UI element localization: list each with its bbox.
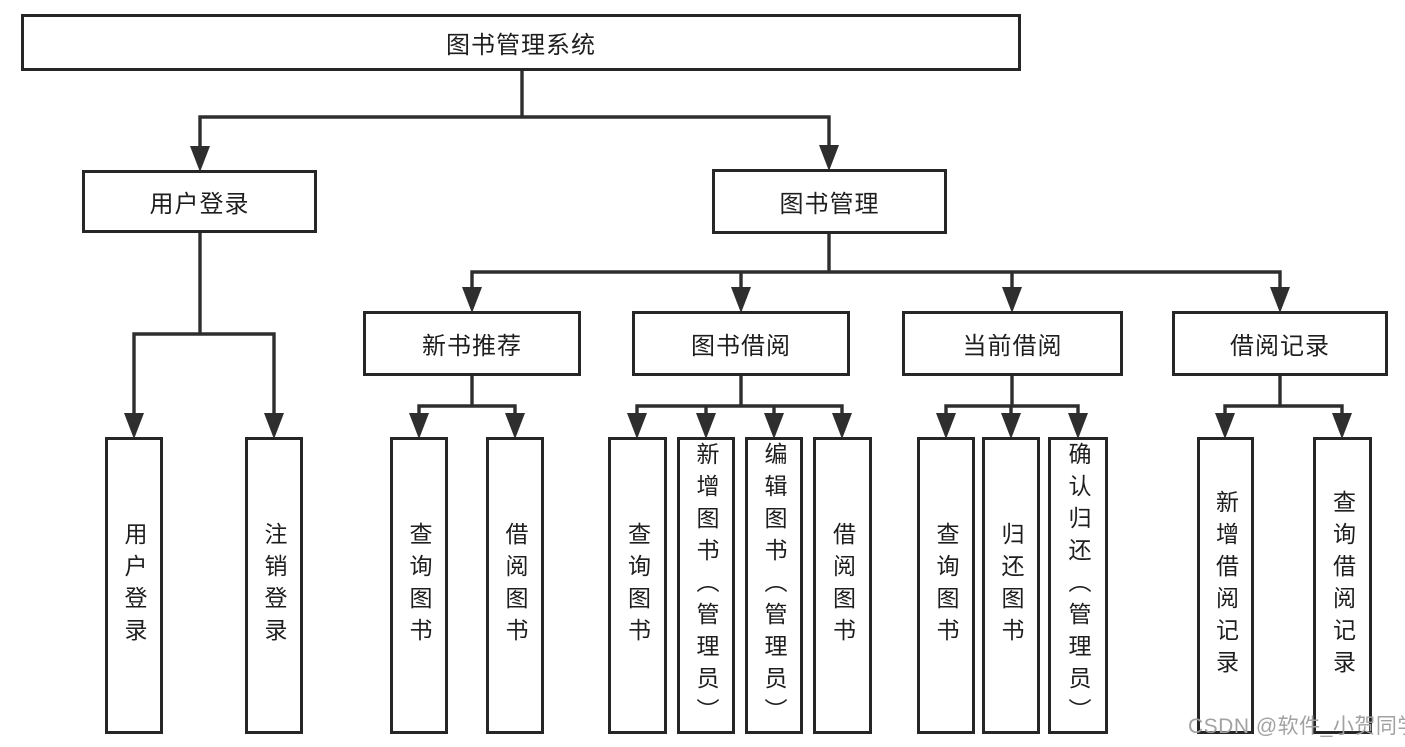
node-user-login: 用户登录	[82, 170, 317, 233]
node-leaf-cb-confirm-return-admin: 确认归还（管理员）	[1048, 437, 1108, 734]
node-leaf-cb-return-books: 归还图书	[982, 437, 1040, 734]
node-leaf-bb-query-books: 查询图书	[608, 437, 667, 734]
connector-new-book-children	[409, 374, 525, 439]
node-leaf-bb-borrow-books: 借阅图书	[813, 437, 872, 734]
node-new-book-recommend: 新书推荐	[363, 311, 581, 376]
node-leaf-bb-add-books-admin: 新增图书（管理员）	[677, 437, 735, 734]
node-leaf-bb-edit-books-admin: 编辑图书（管理员）	[745, 437, 803, 734]
connector-book-management-children	[462, 232, 1290, 313]
connector-book-borrow-children	[627, 374, 852, 439]
connector-user-login-children	[124, 230, 284, 439]
node-current-borrow: 当前借阅	[902, 311, 1123, 376]
node-leaf-nbr-query-books: 查询图书	[390, 437, 448, 734]
node-leaf-br-add-record: 新增借阅记录	[1197, 437, 1254, 734]
connector-current-borrow-children	[936, 374, 1088, 439]
node-leaf-logout: 注销登录	[245, 437, 303, 734]
node-leaf-cb-query-books: 查询图书	[917, 437, 975, 734]
node-borrow-records: 借阅记录	[1172, 311, 1388, 376]
node-book-management: 图书管理	[712, 169, 947, 234]
node-leaf-nbr-borrow-books: 借阅图书	[486, 437, 544, 734]
watermark: CSDN @软件_小贺同学	[1188, 715, 1405, 738]
node-book-borrow: 图书借阅	[632, 311, 850, 376]
connector-root-to-level2	[190, 66, 839, 172]
connector-borrow-records-children	[1215, 374, 1352, 439]
node-root-system: 图书管理系统	[21, 14, 1021, 71]
node-leaf-user-login: 用户登录	[105, 437, 163, 734]
node-leaf-br-query-record: 查询借阅记录	[1313, 437, 1372, 734]
